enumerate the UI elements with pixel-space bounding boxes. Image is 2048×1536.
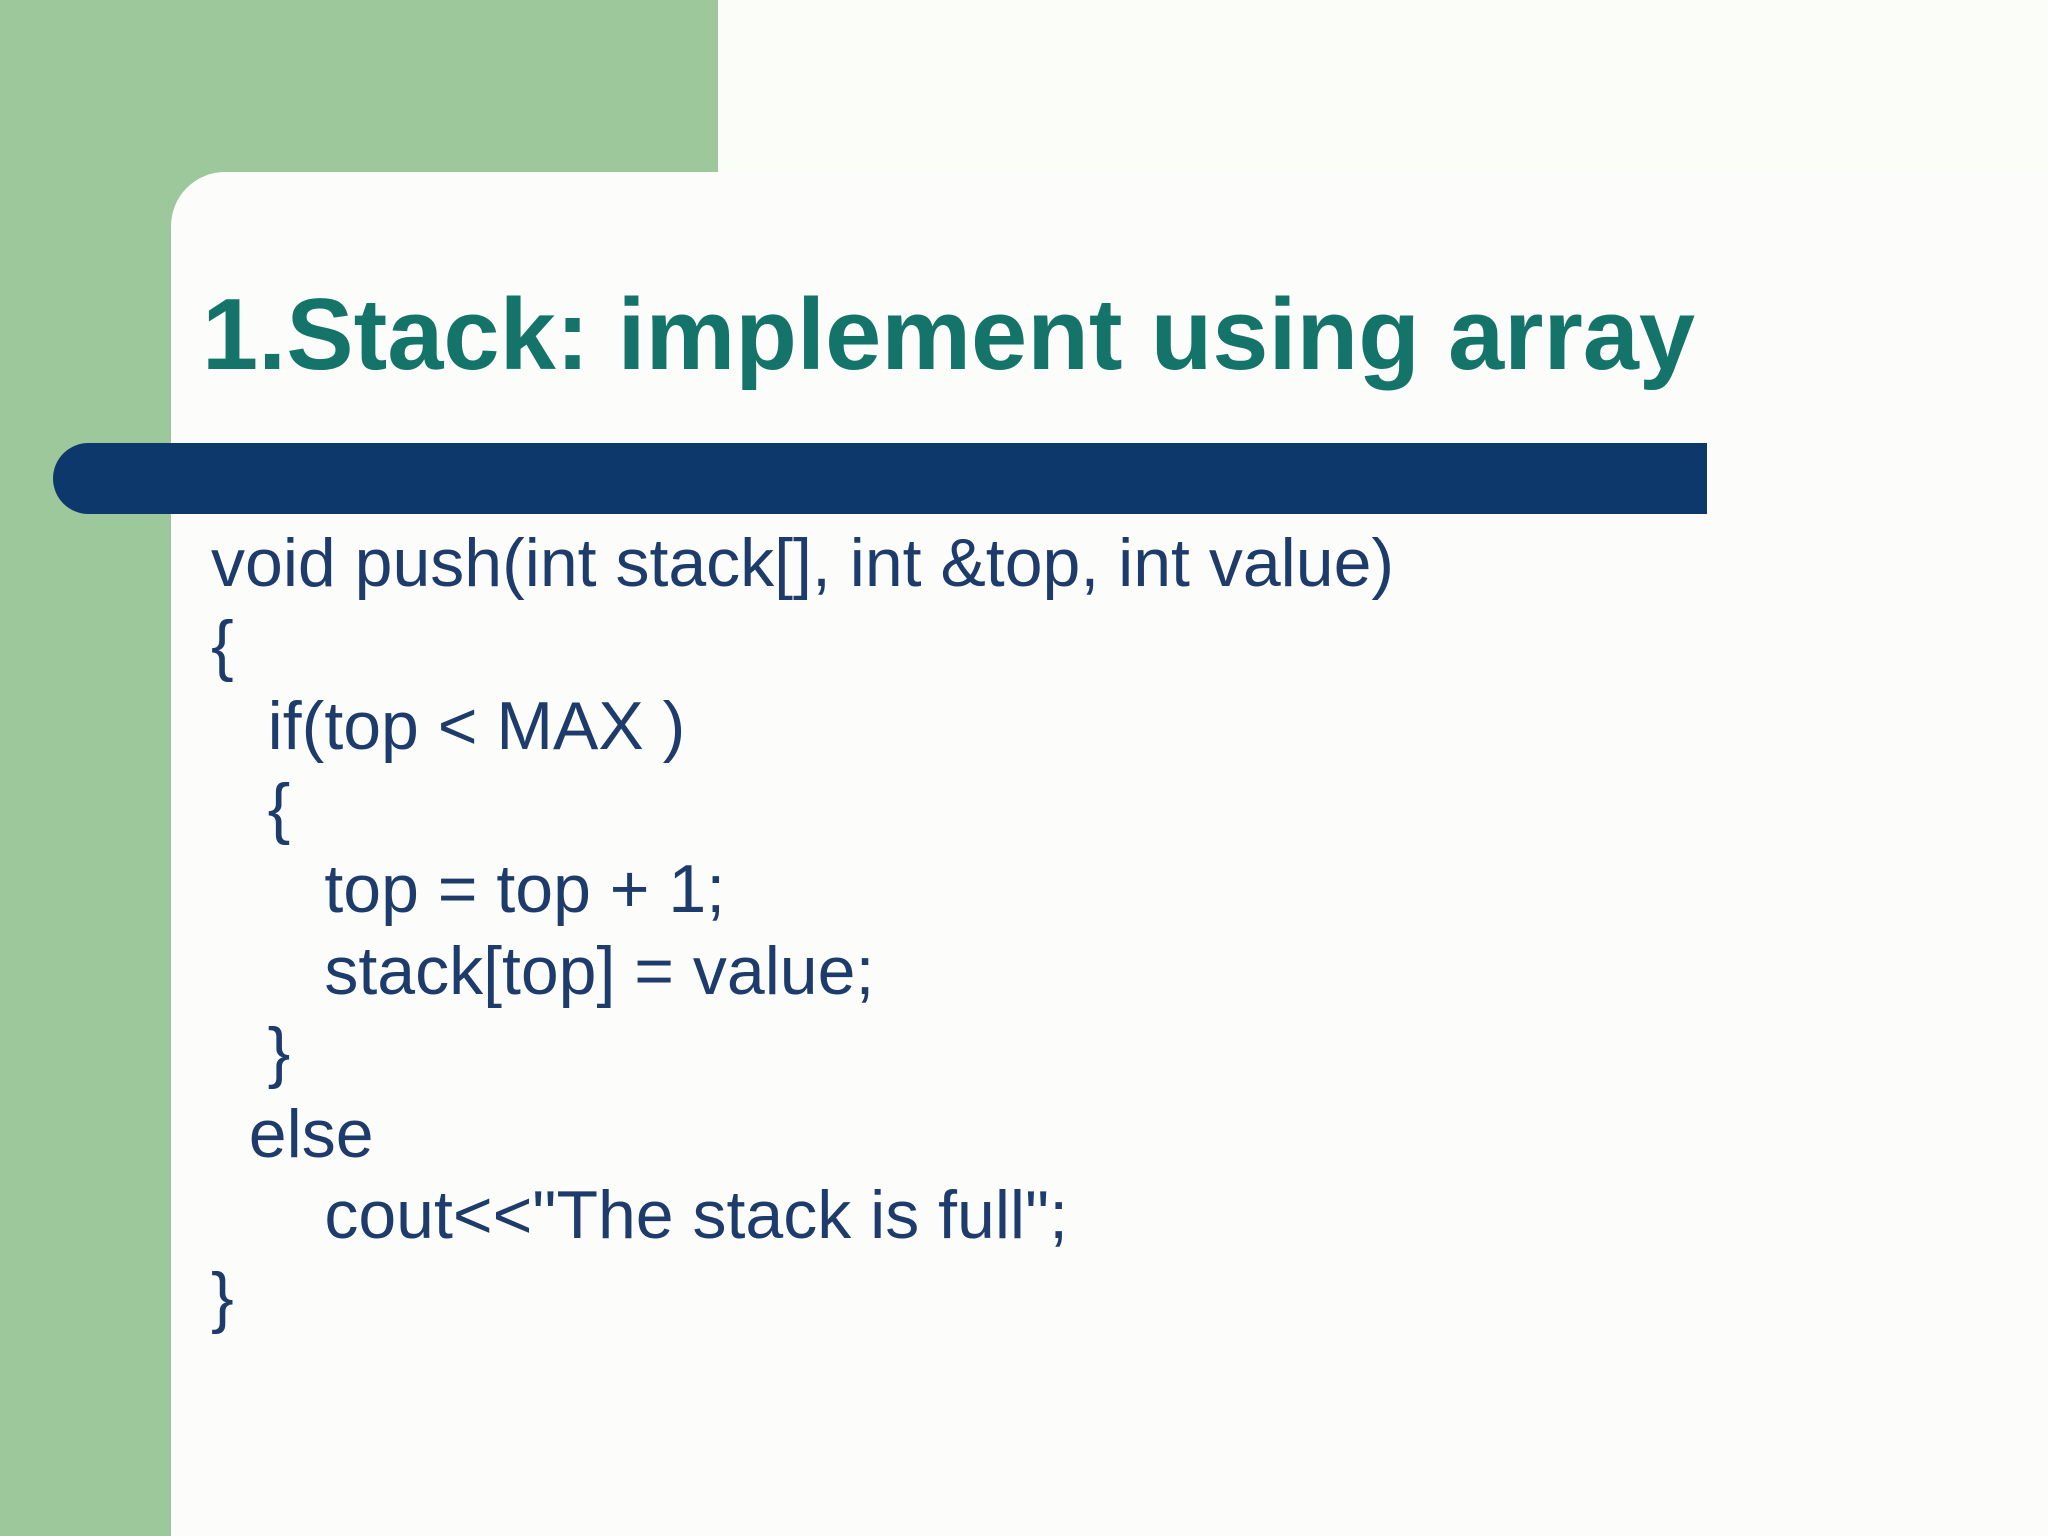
- content-panel: [171, 172, 2048, 1536]
- code-line: cout<<"The stack is full";: [211, 1177, 1069, 1253]
- code-line: top = top + 1;: [211, 851, 726, 927]
- slide-title: 1.Stack: implement using array: [202, 279, 1696, 391]
- green-left-column: [0, 0, 171, 1536]
- code-line: void push(int stack[], int &top, int val…: [211, 525, 1395, 601]
- code-line: }: [211, 1258, 234, 1335]
- title-accent-bar: [53, 443, 1707, 514]
- code-line: }: [211, 1014, 291, 1090]
- code-line: else: [211, 1095, 374, 1172]
- code-line: stack[top] = value;: [211, 932, 875, 1009]
- code-line: {: [211, 769, 291, 846]
- code-block: void push(int stack[], int &top, int val…: [211, 523, 1394, 1338]
- code-line: {: [211, 606, 234, 683]
- code-line: if(top < MAX ): [211, 688, 686, 764]
